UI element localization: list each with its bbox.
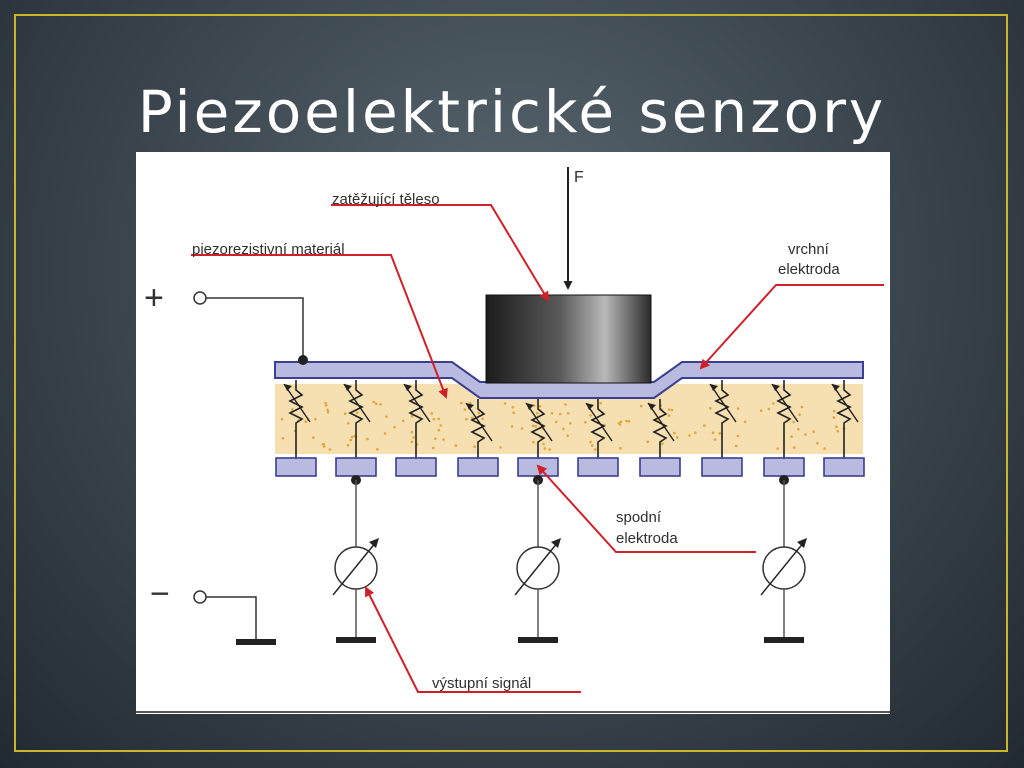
piezo-resistor xyxy=(403,380,431,458)
piezo-resistor xyxy=(283,380,311,458)
bottom-electrode-pad xyxy=(639,457,681,477)
bottom-electrode-pad xyxy=(275,457,317,477)
plus-terminal xyxy=(193,291,308,365)
output-meter xyxy=(514,475,561,643)
slide-frame xyxy=(14,14,1008,752)
bottom-electrode-pads xyxy=(275,457,865,477)
piezo-resistors xyxy=(283,380,859,458)
piezo-sensor-diagram xyxy=(136,167,890,713)
bottom-electrode-pad xyxy=(335,457,377,477)
label-pointers xyxy=(191,204,884,693)
label-output-signal: výstupní signál xyxy=(432,675,532,692)
piezo-resistor xyxy=(525,399,553,458)
output-meter xyxy=(760,475,807,643)
bottom-electrode-pad xyxy=(577,457,619,477)
force-label: F xyxy=(574,169,584,186)
piezo-resistor xyxy=(585,399,613,458)
piezo-resistor xyxy=(831,380,859,458)
piezo-resistor xyxy=(647,399,675,458)
bottom-electrode-pad xyxy=(395,457,437,477)
bottom-electrode-pad xyxy=(823,457,865,477)
bottom-electrode-pad xyxy=(701,457,743,477)
minus-terminal xyxy=(193,590,276,645)
diagram-panel: F + − zatěžující těleso piezorezistivní … xyxy=(136,152,890,714)
piezo-resistor xyxy=(465,399,493,458)
output-meter xyxy=(332,475,379,643)
piezo-resistor xyxy=(709,380,737,458)
output-meters xyxy=(332,475,807,643)
piezo-resistor xyxy=(343,380,371,458)
label-load-body: zatěžující těleso xyxy=(332,191,440,208)
label-top-electrode-1: vrchní xyxy=(788,241,829,258)
label-bottom-electrode-2: elektroda xyxy=(616,530,678,547)
piezo-resistor xyxy=(771,380,799,458)
label-top-electrode-2: elektroda xyxy=(778,261,840,278)
bottom-electrode-pad xyxy=(457,457,499,477)
load-body xyxy=(485,294,652,384)
label-piezo-material: piezorezistivní materiál xyxy=(192,241,345,258)
bottom-electrode-pad xyxy=(763,457,805,477)
label-bottom-electrode-1: spodní xyxy=(616,509,662,526)
top-electrode xyxy=(274,361,864,399)
slide-title: Piezoelektrické senzory xyxy=(137,78,887,146)
plus-sign: + xyxy=(144,279,164,317)
minus-sign: − xyxy=(150,575,170,613)
